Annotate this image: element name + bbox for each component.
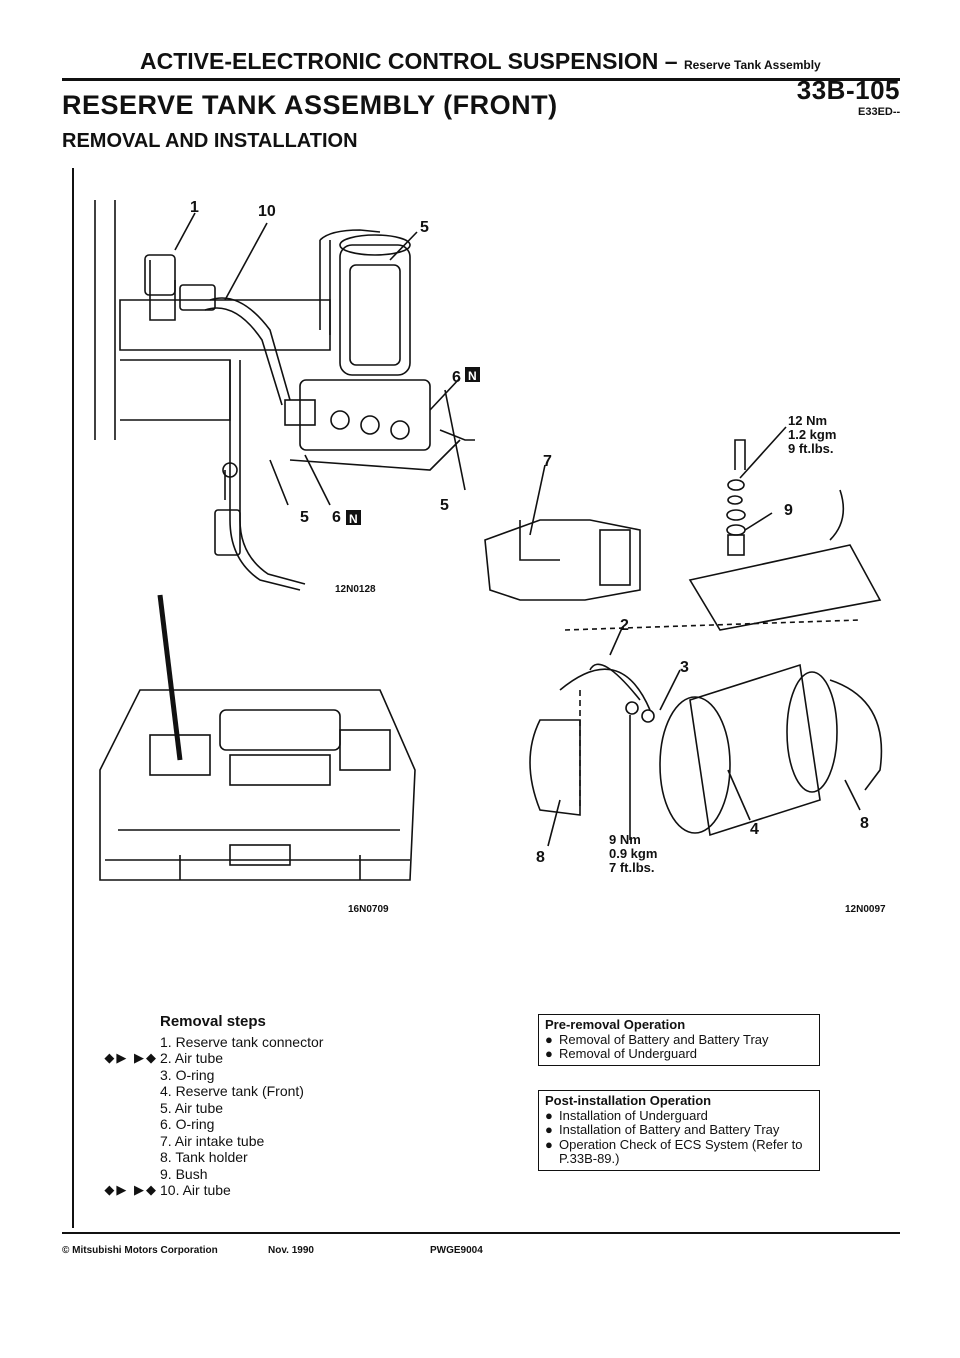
footer-rule xyxy=(62,1232,900,1234)
step-item: 3. O-ring xyxy=(160,1066,215,1083)
callout-8-left: 8 xyxy=(536,849,545,866)
callout-3: 3 xyxy=(680,659,689,676)
removal-steps-heading: Removal steps xyxy=(160,1013,266,1030)
header-rule xyxy=(62,78,900,81)
removal-steps: Removal steps 1. Reserve tank connector … xyxy=(104,1013,324,1199)
callout-2: 2 xyxy=(620,617,629,634)
torque-1-nm: 12 Nm xyxy=(788,413,827,428)
callout-9: 9 xyxy=(784,502,793,519)
callout-6-bottom: 6 xyxy=(332,509,341,526)
pre-removal-item: ●Removal of Underguard xyxy=(545,1046,698,1061)
figure-code-right: 12N0097 xyxy=(845,904,886,915)
step-item: 7. Air intake tube xyxy=(160,1132,265,1149)
step-text: 10. Air tube xyxy=(160,1182,231,1198)
pre-removal-heading: Pre-removal Operation xyxy=(545,1017,686,1032)
reserve-tank-part xyxy=(529,619,883,837)
step-item: 6. O-ring xyxy=(160,1116,215,1132)
running-header: ACTIVE-ELECTRONIC CONTROL SUSPENSION – R… xyxy=(140,48,900,106)
torque-1-kgm: 1.2 kgm xyxy=(788,427,836,442)
valve-block-detail xyxy=(94,200,475,591)
footer-copyright: © Mitsubishi Motors Corporation xyxy=(62,1245,218,1256)
step-item: 1. Reserve tank connector xyxy=(160,1033,324,1050)
callout-10: 10 xyxy=(258,203,276,220)
new-part-badges: N N xyxy=(346,367,480,526)
section-name: ACTIVE-ELECTRONIC CONTROL SUSPENSION xyxy=(140,48,659,74)
post-installation-box: Post-installation Operation ●Installatio… xyxy=(538,1090,820,1171)
pre-removal-box: Pre-removal Operation ●Removal of Batter… xyxy=(538,1014,820,1066)
header-dash: – xyxy=(664,48,678,74)
engine-compartment-view xyxy=(99,689,416,881)
page-title: RESERVE TANK ASSEMBLY (FRONT) xyxy=(62,90,558,120)
post-installation-item: ●Operation Check of ECS System (Refer to… xyxy=(545,1136,803,1166)
section-code: E33ED-- xyxy=(858,106,901,118)
subsection-name: Reserve Tank Assembly xyxy=(683,58,821,72)
torque-1-ftlbs: 9 ft.lbs. xyxy=(788,441,834,456)
callout-5-left: 5 xyxy=(300,509,309,526)
service-marker: ◆▶ ▶◆ xyxy=(104,1182,158,1197)
step-item: 8. Tank holder xyxy=(160,1149,248,1165)
figure-code-upper-left: 12N0128 xyxy=(335,584,376,595)
n-badge-bottom: N xyxy=(349,512,358,526)
callout-4: 4 xyxy=(750,821,759,838)
post-installation-heading: Post-installation Operation xyxy=(545,1093,712,1108)
pre-removal-item: ●Removal of Battery and Battery Tray xyxy=(545,1031,769,1047)
location-pointer xyxy=(157,594,183,761)
footer-doc-code: PWGE9004 xyxy=(430,1245,483,1256)
bush-bracket-part xyxy=(688,439,882,631)
post-installation-item: ●Installation of Battery and Battery Tra… xyxy=(545,1122,780,1137)
callout-1: 1 xyxy=(190,199,199,216)
step-item: ◆▶ ▶◆ 2. Air tube xyxy=(104,1050,323,1067)
callout-8-right: 8 xyxy=(860,815,869,832)
step-item: 9. Bush xyxy=(160,1165,208,1182)
page-subtitle: REMOVAL AND INSTALLATION xyxy=(62,130,358,152)
callout-6-top: 6 xyxy=(452,369,461,386)
step-item: ◆▶ ▶◆ 10. Air tube xyxy=(104,1182,323,1199)
torque-2-kgm: 0.9 kgm xyxy=(609,846,657,861)
figure-code-lower-left: 16N0709 xyxy=(348,904,389,915)
callout-5-top: 5 xyxy=(420,219,429,236)
service-marker: ◆▶ ▶◆ xyxy=(104,1050,158,1065)
post-installation-item: ●Installation of Underguard xyxy=(545,1107,708,1123)
callout-7: 7 xyxy=(543,453,552,470)
torque-2-ftlbs: 7 ft.lbs. xyxy=(609,860,655,875)
air-intake-tube-part xyxy=(484,519,641,601)
step-item: 4. Reserve tank (Front) xyxy=(160,1083,304,1099)
footer-date: Nov. 1990 xyxy=(268,1245,314,1256)
margin-rule xyxy=(72,168,74,1228)
callout-5-right: 5 xyxy=(440,497,449,514)
n-badge-top: N xyxy=(468,369,477,383)
step-item: 5. Air tube xyxy=(160,1099,224,1116)
step-text: 2. Air tube xyxy=(160,1050,224,1066)
torque-2-nm: 9 Nm xyxy=(609,832,641,847)
